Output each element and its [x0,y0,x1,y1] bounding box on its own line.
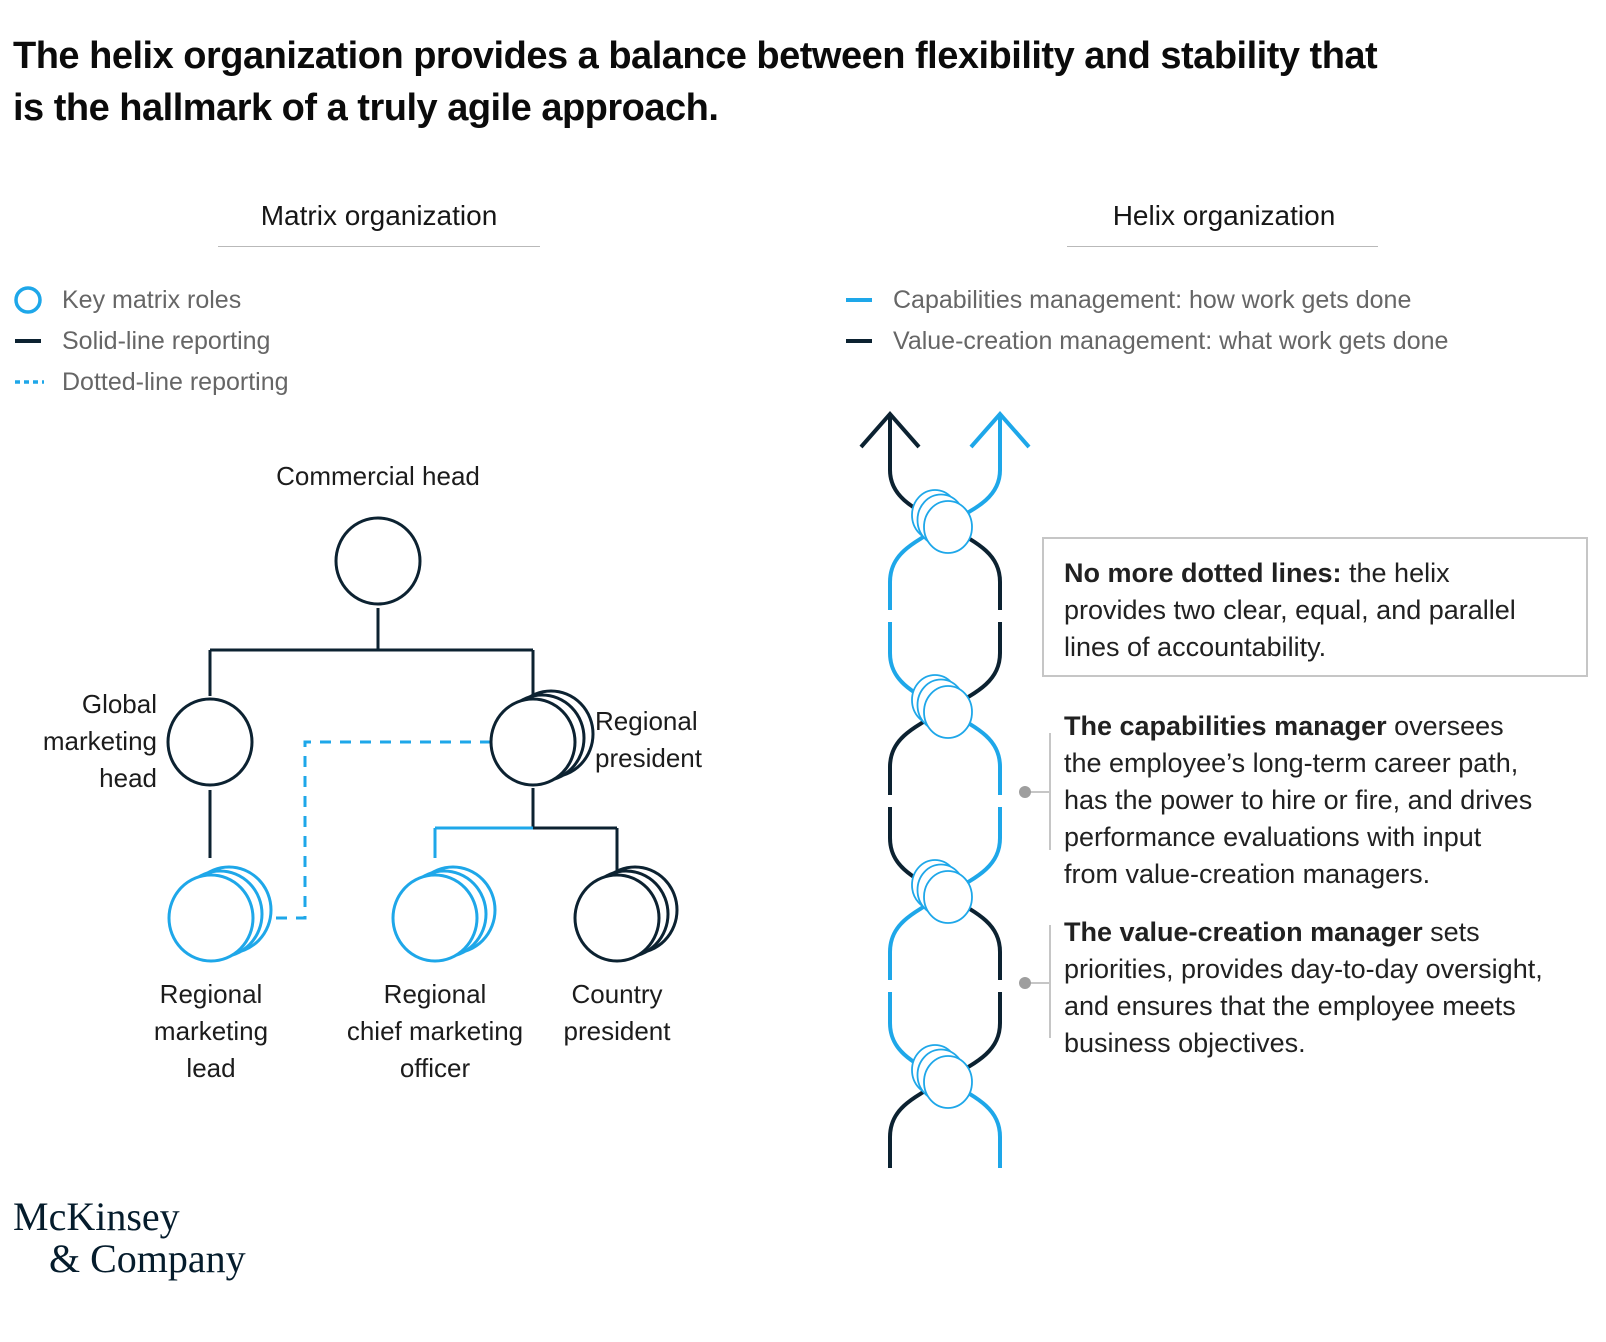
annotation-connector-dots [1019,786,1031,989]
global-marketing-head-label: Global marketing head [42,689,157,793]
matrix-org-chart [166,516,679,963]
helix-node [911,859,973,924]
regional-president-label: Regional president [595,706,702,773]
dotted-reporting-line [253,740,491,920]
legend-row-capabilities: Capabilities management: how work gets d… [845,286,1448,314]
legend-label: Solid-line reporting [62,326,271,355]
helix-node [911,674,973,739]
helix-diagram [859,410,1051,1168]
legend-row-key-matrix-roles: Key matrix roles [14,286,289,314]
commercial-head-label: Commercial head [276,461,480,491]
regional-cmo-label: Regional chief marketing officer [346,979,524,1083]
solid-reporting-lines [208,608,619,870]
helix-heading-rule [1067,246,1378,247]
annotation-box-no-more-dotted-lines: No more dotted lines: the helix provides… [1042,537,1588,677]
annotation-bold-lead: The capabilities manager [1064,711,1387,741]
regional-cmo-node [391,865,497,963]
matrix-heading-rule [218,246,540,247]
legend-label: Key matrix roles [62,285,242,314]
dotted-line-icon [14,378,44,386]
solid-line-icon [14,337,44,345]
matrix-legend: Key matrix roles Solid-line reporting Do… [14,286,289,396]
legend-label: Capabilities management: how work gets d… [893,285,1412,314]
annotation-connectors [1030,733,1051,1038]
annotation-bold-lead: The value-creation manager [1064,917,1423,947]
page-title: The helix organization provides a balanc… [13,30,1378,134]
commercial-head-node [334,516,422,606]
country-president-label: Country president [563,979,671,1046]
legend-row-dotted-line: Dotted-line reporting [14,368,289,396]
annotation-value-creation-manager: The value-creation manager sets prioriti… [1064,917,1543,1058]
helix-legend: Capabilities management: how work gets d… [845,286,1448,355]
legend-row-value-creation: Value-creation management: what work get… [845,327,1448,355]
matrix-heading: Matrix organization [260,200,498,231]
mckinsey-logo: McKinsey & Company [13,1196,246,1280]
page-title-line1: The helix organization provides a balanc… [13,35,1378,77]
solid-reporting-lines-blue [433,826,533,858]
annotation-no-more-dotted-lines: No more dotted lines: the helix provides… [1064,558,1516,662]
regional-president-node [489,689,595,787]
global-marketing-head-node [166,697,254,787]
capabilities-up-arrow [969,410,1031,449]
key-matrix-role-circle-icon [14,285,44,315]
logo-line2: & Company [49,1236,246,1281]
helix-node [911,1044,973,1109]
helix-heading: Helix organization [1112,200,1336,231]
helix-crossing-nodes [911,489,973,1109]
legend-label: Dotted-line reporting [62,367,289,396]
value-creation-line-icon [845,337,875,345]
legend-row-solid-line: Solid-line reporting [14,327,289,355]
annotation-capabilities-manager: The capabilities manager oversees the em… [1064,711,1533,889]
annotation-bold-lead: No more dotted lines: [1064,558,1342,588]
regional-marketing-lead-label: Regional marketing lead [153,979,269,1083]
legend-label: Value-creation management: what work get… [893,326,1449,355]
page-title-line2: is the hallmark of a truly agile approac… [13,87,719,129]
helix-node [911,489,973,554]
regional-marketing-lead-node [167,865,273,963]
logo-line1: McKinsey [13,1194,180,1239]
country-president-node [573,865,679,963]
capabilities-line-icon [845,296,875,304]
value-creation-up-arrow [859,410,921,449]
